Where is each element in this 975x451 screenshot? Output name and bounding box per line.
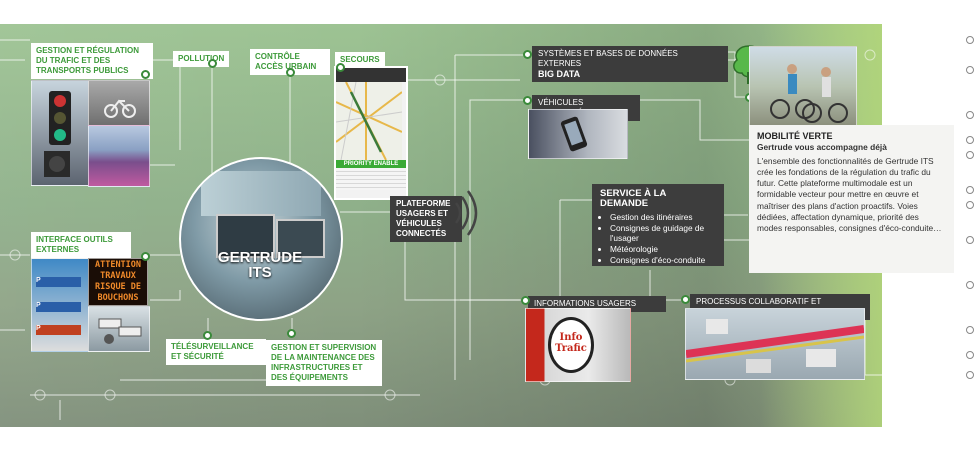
- gertrude-title-line2: ITS: [248, 264, 272, 281]
- service-title: SERVICE À LA DEMANDE: [600, 188, 666, 209]
- parking-sign-photo: P P P: [31, 258, 90, 352]
- node-dot: [523, 50, 532, 59]
- info-trafic-line1: Info: [559, 332, 583, 343]
- bike-lane-photo: [88, 80, 150, 127]
- systemes-line1: SYSTÈMES ET BASES DE DONNÉES EXTERNES: [538, 49, 678, 68]
- systemes-line2: BIG DATA: [538, 69, 581, 79]
- label-systemes-big-data: SYSTÈMES ET BASES DE DONNÉES EXTERNES BI…: [532, 46, 728, 82]
- mobilite-verte-panel: MOBILITÉ VERTE Gertrude vous accompagne …: [749, 125, 954, 273]
- phone-text-lines: [336, 168, 406, 190]
- tram-photo: [88, 125, 150, 187]
- sign-line-1: ATTENTION: [94, 260, 142, 270]
- smartphone-map-screenshot: PRIORITY ENABLE: [334, 66, 408, 200]
- gertrude-title-line1: GERTRUDE: [217, 249, 303, 266]
- service-item: Consignes d'éco-conduite: [610, 255, 716, 265]
- service-a-la-demande-panel: SERVICE À LA DEMANDE Gestion des itinéra…: [592, 184, 724, 266]
- parking-p-sign: P: [36, 277, 81, 287]
- node-dot: [208, 59, 217, 68]
- sign-line-3: RISQUE DE: [94, 282, 142, 292]
- cyclists-icon: [770, 64, 848, 123]
- bicycle-icon: [104, 99, 136, 118]
- priority-banner: PRIORITY ENABLE: [336, 160, 406, 168]
- connected-vehicle-photo: [528, 109, 628, 159]
- service-item: Météorologie: [610, 244, 716, 254]
- node-dot: [681, 295, 690, 304]
- label-plateforme: PLATEFORME USAGERS ET VÉHICULES CONNECTÉ…: [390, 196, 462, 242]
- label-gestion-regulation: GESTION ET RÉGULATION DU TRAFIC ET DES T…: [31, 43, 153, 79]
- node-dot: [141, 70, 150, 79]
- wireless-signal-icon: [454, 190, 478, 236]
- hand-phone-icon: [560, 116, 588, 152]
- info-trafic-photo: Info Trafic: [525, 308, 631, 382]
- label-pollution: POLLUTION: [173, 51, 230, 67]
- node-dot: [521, 296, 530, 305]
- surveillance-camera-photo: [88, 306, 150, 352]
- mobilite-title: MOBILITÉ VERTE: [757, 131, 833, 141]
- service-item: Consignes de guidage de l'usager: [610, 223, 716, 243]
- parking-p-sign: P: [36, 325, 81, 335]
- node-dot: [141, 252, 150, 261]
- sign-line-2: TRAVAUX: [100, 271, 136, 281]
- label-interface-outils: INTERFACE OUTILS EXTERNES: [31, 232, 131, 258]
- cyclists-photo: [749, 46, 857, 127]
- mobilite-subtitle: Gertrude vous accompagne déjà: [757, 142, 887, 153]
- service-item: Gestion des itinéraires: [610, 212, 716, 222]
- city-3d-model-image: [685, 308, 865, 380]
- gertrude-its-title: GERTRUDE ITS: [200, 250, 320, 280]
- traffic-light-photo: [31, 80, 90, 186]
- node-dot: [523, 96, 532, 105]
- variable-message-sign-photo: ATTENTION TRAVAUX RISQUE DE BOUCHONS: [88, 258, 148, 306]
- city-model-icon: [686, 319, 864, 373]
- info-trafic-sign: Info Trafic: [548, 317, 594, 373]
- node-dot: [336, 63, 345, 72]
- node-dot: [286, 68, 295, 77]
- map-icon: [336, 82, 402, 160]
- traffic-light-icon: [44, 91, 71, 177]
- node-dot: [287, 329, 296, 338]
- camera-icon: [98, 318, 142, 344]
- info-trafic-line2: Trafic: [555, 343, 587, 354]
- parking-p-sign: P: [36, 302, 81, 312]
- sign-line-4: BOUCHONS: [97, 293, 139, 303]
- label-telesurveillance: TÉLÉSURVEILLANCE ET SÉCURITÉ: [166, 339, 266, 365]
- label-secours: SECOURS: [335, 52, 385, 68]
- control-room-photo: [179, 157, 343, 321]
- node-dot: [203, 331, 212, 340]
- phone-status-bar: [336, 68, 406, 82]
- service-list: Gestion des itinéraires Consignes de gui…: [600, 212, 716, 265]
- mobilite-body: L'ensemble des fonctionnalités de Gertru…: [757, 155, 942, 234]
- label-maintenance: GESTION ET SUPERVISION DE LA MAINTENANCE…: [266, 340, 382, 386]
